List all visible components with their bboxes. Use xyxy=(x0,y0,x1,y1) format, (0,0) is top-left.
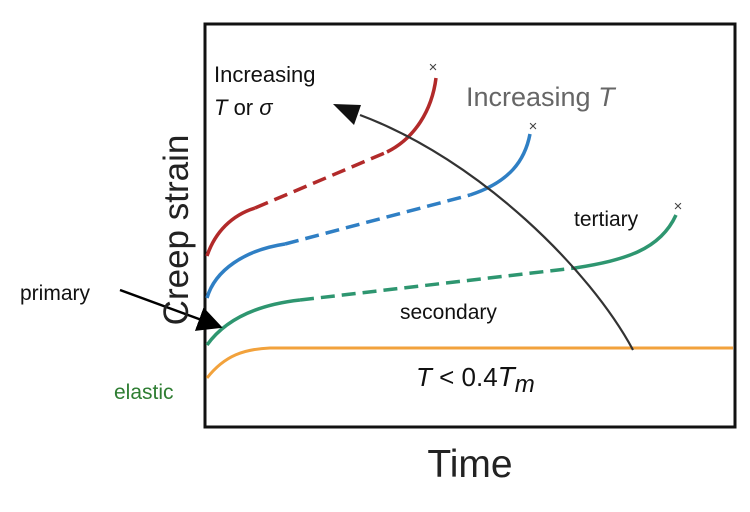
curve-red-secondary xyxy=(254,150,388,210)
rupture-marker-blue: × xyxy=(529,118,538,135)
label-tertiary: tertiary xyxy=(574,208,639,231)
curve-green-primary xyxy=(205,298,301,347)
curve-green-secondary xyxy=(299,266,576,302)
label-increasing-line1: Increasing xyxy=(214,62,316,87)
curve-red-tertiary xyxy=(386,77,438,154)
y-axis-label: Creep strain xyxy=(157,135,196,326)
label-increasing-t: Increasing T xyxy=(466,82,617,112)
rupture-marker-green: × xyxy=(674,198,683,215)
curve-blue-tertiary xyxy=(469,133,532,197)
plot-frame xyxy=(203,22,737,429)
x-axis-label: Time xyxy=(427,443,512,486)
label-primary: primary xyxy=(20,282,91,305)
label-secondary: secondary xyxy=(400,301,497,324)
curve-blue-secondary xyxy=(284,193,471,246)
label-increasing-line2: T or σ xyxy=(214,95,273,120)
curve-blue-primary xyxy=(205,242,286,299)
label-elastic: elastic xyxy=(114,381,174,404)
primary-arrow xyxy=(119,288,223,331)
increasing-arrow-line xyxy=(359,113,634,351)
label-low-temperature: T < 0.4Tm xyxy=(416,361,535,398)
curve-elastic xyxy=(205,346,733,379)
curve-green-tertiary xyxy=(574,214,678,270)
curve-red-primary xyxy=(205,206,256,257)
rupture-marker-red: × xyxy=(429,59,438,76)
increasing-arrow-head xyxy=(333,104,361,125)
